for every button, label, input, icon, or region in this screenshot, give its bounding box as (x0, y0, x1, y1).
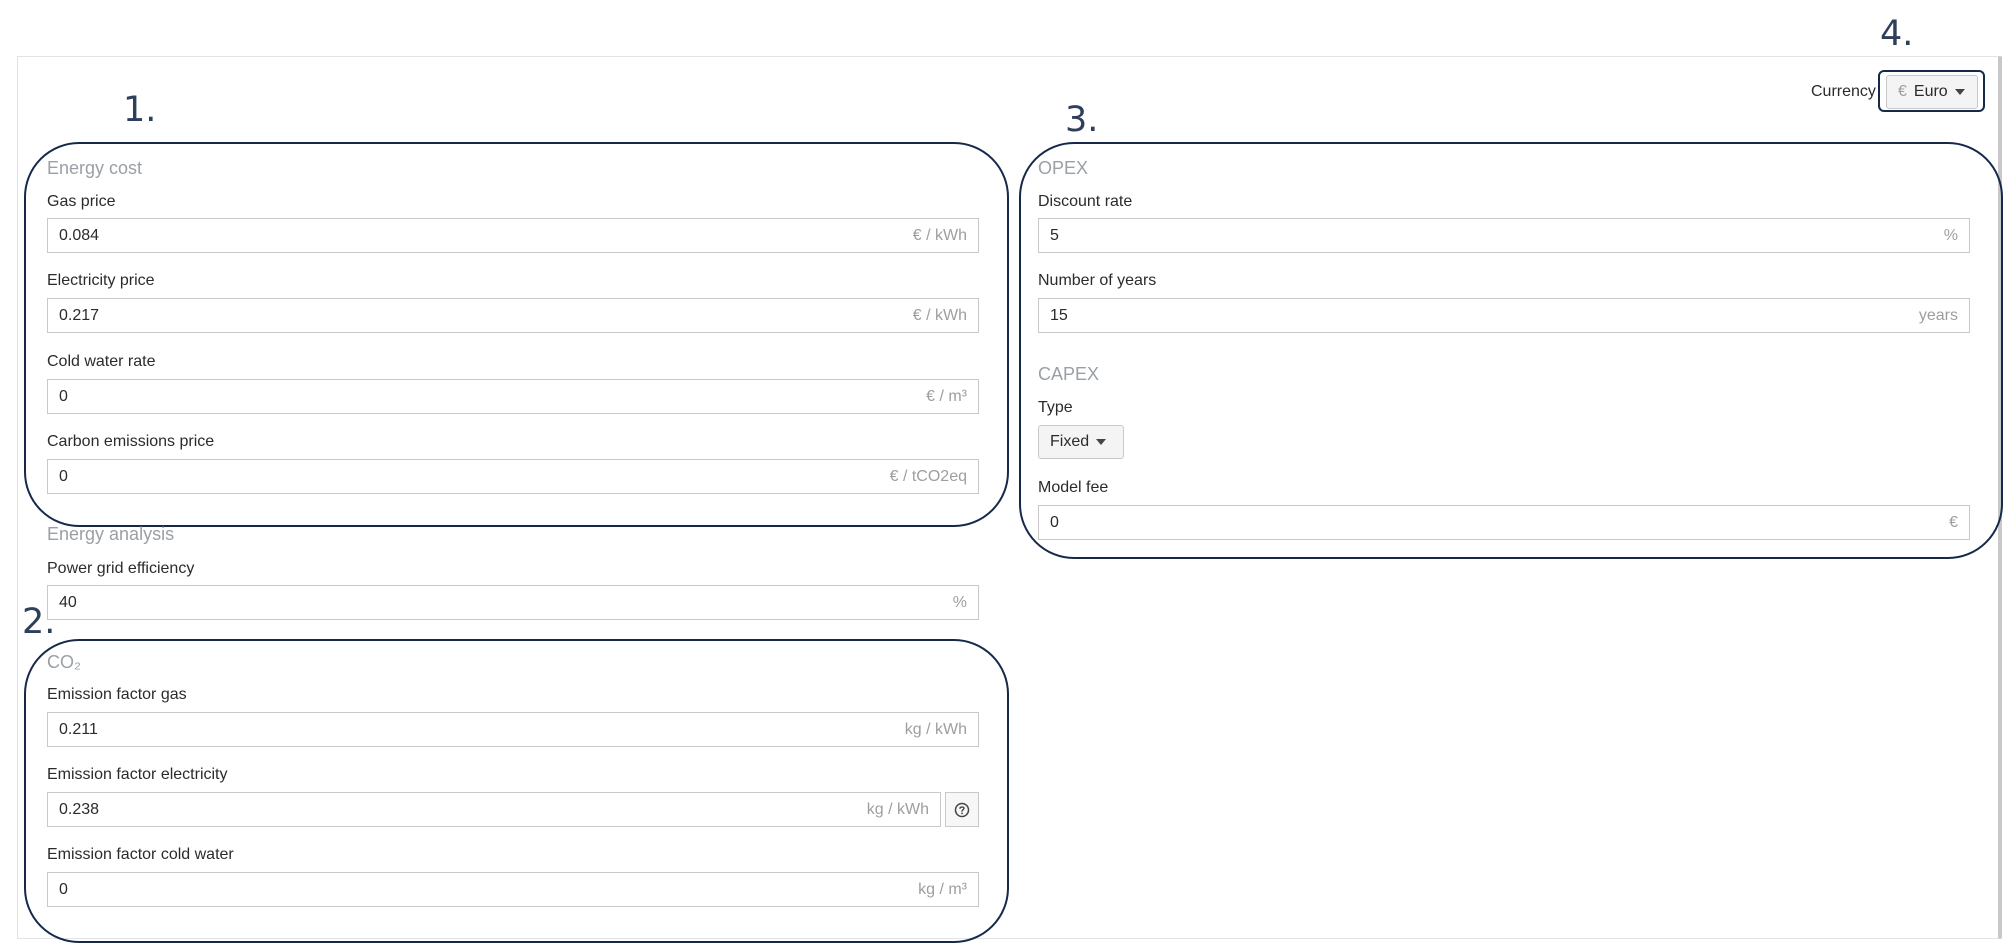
annotation-outline-energy-cost (24, 142, 1009, 527)
capex-type-dropdown[interactable]: Fixed (1038, 425, 1124, 459)
carbon-price-unit: € / tCO2eq (889, 467, 967, 485)
number-of-years-value: 15 (1050, 306, 1068, 324)
capex-type-label: Type (1038, 399, 1073, 416)
discount-rate-input[interactable]: 5 % (1038, 218, 1970, 253)
annotation-outline-currency (1878, 70, 1985, 112)
number-of-years-input[interactable]: 15 years (1038, 298, 1970, 333)
gas-price-label: Gas price (47, 193, 116, 210)
number-of-years-label: Number of years (1038, 272, 1157, 289)
annotation-outline-opex-capex (1019, 142, 2003, 559)
cold-water-rate-input[interactable]: 0 € / m³ (47, 379, 979, 414)
grid-efficiency-label: Power grid efficiency (47, 560, 195, 577)
model-fee-label: Model fee (1038, 479, 1109, 496)
capex-type-value: Fixed (1050, 433, 1090, 450)
grid-efficiency-value: 40 (59, 593, 77, 611)
cold-water-rate-value: 0 (59, 387, 68, 405)
section-title-co2: CO₂ (47, 652, 81, 672)
annotation-number-1: 1. (123, 90, 157, 130)
cold-water-rate-unit: € / m³ (926, 387, 967, 405)
discount-rate-label: Discount rate (1038, 193, 1133, 210)
scrollbar[interactable] (1998, 56, 2002, 939)
model-fee-input[interactable]: 0 € (1038, 505, 1970, 540)
emission-electricity-input[interactable]: 0.238 kg / kWh (47, 792, 941, 827)
section-title-opex: OPEX (1038, 158, 1089, 178)
euro-icon: € (1898, 83, 1907, 100)
carbon-price-label: Carbon emissions price (47, 433, 215, 450)
caret-down-icon (1096, 439, 1107, 445)
emission-gas-unit: kg / kWh (904, 720, 967, 738)
emission-cold-water-label: Emission factor cold water (47, 846, 234, 863)
gas-price-unit: € / kWh (912, 226, 967, 244)
annotation-number-3: 3. (1065, 100, 1099, 140)
carbon-price-input[interactable]: 0 € / tCO2eq (47, 459, 979, 494)
gas-price-value: 0.084 (59, 226, 100, 244)
grid-efficiency-input[interactable]: 40 % (47, 585, 979, 620)
gas-price-input[interactable]: 0.084 € / kWh (47, 218, 979, 253)
emission-cold-water-unit: kg / m³ (918, 880, 967, 898)
number-of-years-unit: years (1918, 306, 1958, 324)
emission-electricity-unit: kg / kWh (866, 800, 929, 818)
model-fee-unit: € (1949, 513, 1958, 531)
emission-cold-water-input[interactable]: 0 kg / m³ (47, 872, 979, 907)
model-fee-value: 0 (1050, 513, 1059, 531)
emission-electricity-value: 0.238 (59, 800, 100, 818)
discount-rate-value: 5 (1050, 226, 1059, 244)
electricity-price-input[interactable]: 0.217 € / kWh (47, 298, 979, 333)
electricity-price-unit: € / kWh (912, 306, 967, 324)
emission-cold-water-value: 0 (59, 880, 68, 898)
help-button[interactable] (945, 792, 979, 827)
section-title-energy-analysis: Energy analysis (47, 524, 175, 544)
electricity-price-label: Electricity price (47, 272, 155, 289)
carbon-price-value: 0 (59, 467, 68, 485)
currency-value: Euro (1913, 83, 1948, 100)
currency-label: Currency (1811, 83, 1876, 100)
cold-water-rate-label: Cold water rate (47, 353, 156, 370)
annotation-number-4: 4. (1880, 14, 1914, 54)
grid-efficiency-unit: % (952, 593, 967, 611)
help-circle-icon (954, 802, 970, 817)
emission-gas-value: 0.211 (59, 720, 98, 738)
emission-gas-input[interactable]: 0.211 kg / kWh (47, 712, 979, 747)
emission-electricity-label: Emission factor electricity (47, 766, 228, 783)
emission-gas-label: Emission factor gas (47, 686, 187, 703)
currency-dropdown[interactable]: € Euro (1886, 75, 1978, 109)
section-title-energy-cost: Energy cost (47, 158, 143, 178)
section-title-capex: CAPEX (1038, 364, 1100, 384)
electricity-price-value: 0.217 (59, 306, 100, 324)
discount-rate-unit: % (1943, 226, 1958, 244)
caret-down-icon (1954, 89, 1965, 95)
annotation-outline-co2 (24, 639, 1009, 943)
